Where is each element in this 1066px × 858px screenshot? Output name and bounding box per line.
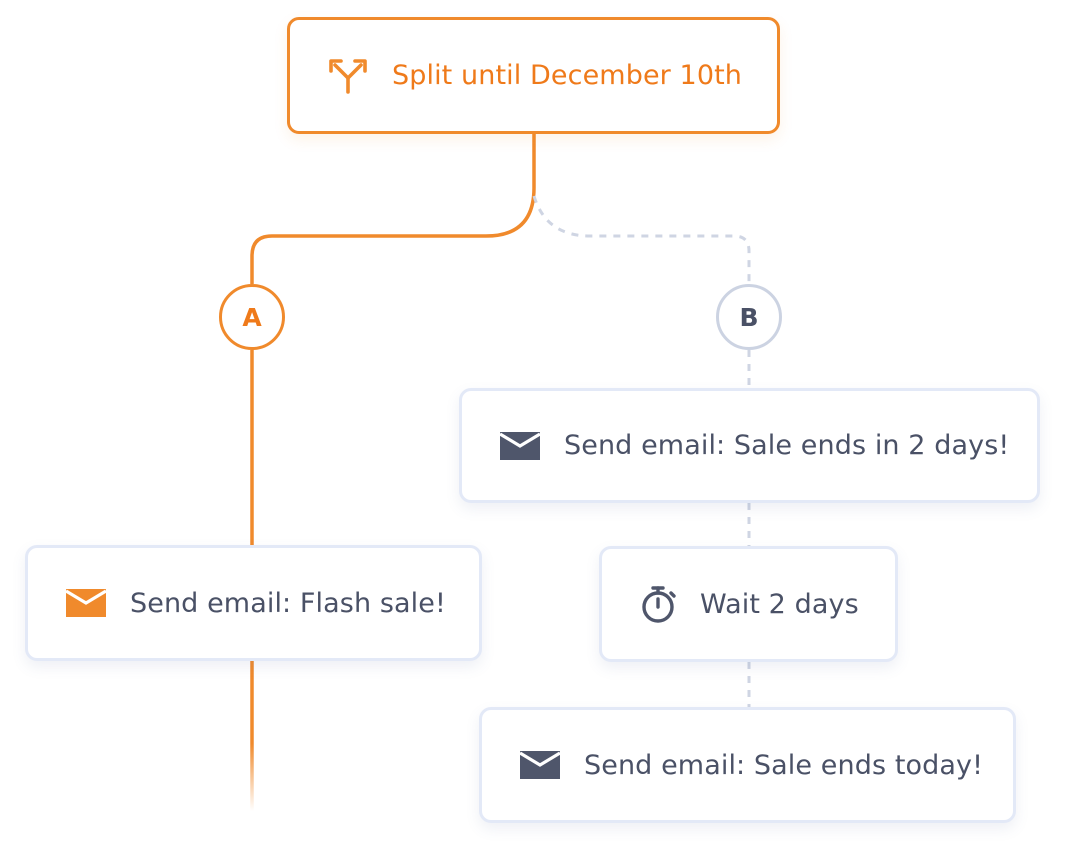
envelope-icon — [498, 431, 542, 461]
branch-a-badge[interactable]: A — [219, 284, 285, 350]
split-arrows-icon — [326, 54, 370, 98]
send-email-step-a[interactable]: Send email: Flash sale! — [25, 545, 482, 661]
step-label: Wait 2 days — [700, 588, 859, 620]
branch-a-connector-fade — [250, 661, 254, 811]
split-node[interactable]: Split until December 10th — [287, 17, 780, 134]
send-email-step-b1[interactable]: Send email: Sale ends in 2 days! — [459, 388, 1040, 503]
stopwatch-icon — [638, 584, 678, 624]
send-email-step-b2[interactable]: Send email: Sale ends today! — [479, 707, 1016, 823]
wait-step-b[interactable]: Wait 2 days — [599, 546, 898, 662]
envelope-icon — [64, 588, 108, 618]
envelope-icon — [518, 750, 562, 780]
branch-b-badge[interactable]: B — [716, 284, 782, 350]
branch-b-connector — [532, 195, 751, 284]
step-label: Send email: Sale ends today! — [584, 749, 984, 781]
branch-a-connector — [250, 134, 536, 284]
step-label: Send email: Sale ends in 2 days! — [564, 430, 1010, 461]
step-label: Send email: Flash sale! — [130, 587, 446, 619]
split-label: Split until December 10th — [392, 60, 742, 91]
